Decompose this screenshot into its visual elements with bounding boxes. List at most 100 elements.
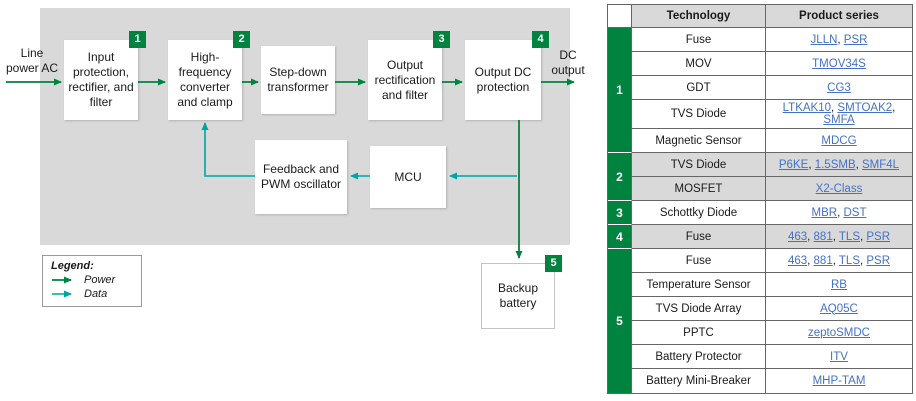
block-label: Step-down transformer xyxy=(267,65,329,94)
product-link[interactable]: TLS xyxy=(838,254,860,267)
product-link[interactable]: 881 xyxy=(813,230,833,243)
product-series-cell: MHP-TAM xyxy=(766,369,912,393)
product-link[interactable]: MHP-TAM xyxy=(812,375,866,387)
block-input-protection: Input protection, rectifier, and filter … xyxy=(64,31,146,120)
product-link[interactable]: 881 xyxy=(813,254,833,267)
product-link[interactable]: SMFA xyxy=(823,114,855,126)
product-link[interactable]: P6KE xyxy=(778,158,809,171)
power-arrow-icon xyxy=(52,276,72,284)
group-number: 3 xyxy=(608,201,632,225)
technology-cell: Schottky Diode xyxy=(632,201,766,225)
product-link[interactable]: PSR xyxy=(843,33,868,46)
legend-data-row: Data xyxy=(51,288,133,300)
technology-cell: MOV xyxy=(632,52,766,76)
group-number: 4 xyxy=(608,225,632,249)
product-link[interactable]: JLLN xyxy=(810,33,838,46)
group-number: 2 xyxy=(608,153,632,201)
product-link[interactable]: SMF4L xyxy=(862,158,900,171)
product-link[interactable]: 463 xyxy=(787,230,808,243)
product-link[interactable]: SMTOAK2 xyxy=(837,102,893,114)
step-badge-5: 5 xyxy=(545,255,562,272)
product-link[interactable]: DST xyxy=(843,206,867,219)
technology-cell: Temperature Sensor xyxy=(632,273,766,297)
legend-data-label: Data xyxy=(84,288,108,300)
technology-cell: TVS Diode Array xyxy=(632,297,766,321)
step-badge-1: 1 xyxy=(129,31,146,48)
table-header-row: Technology Product series xyxy=(608,5,912,28)
step-badge-4: 4 xyxy=(532,31,549,48)
product-link[interactable]: MDCG xyxy=(821,134,857,147)
product-link[interactable]: X2-Class xyxy=(815,182,863,195)
block-label: Feedback and PWM oscillator xyxy=(260,162,341,191)
product-series-cell: P6KE, 1.5SMB, SMF4L xyxy=(766,153,912,177)
product-link[interactable]: ITV xyxy=(830,350,848,363)
product-link[interactable]: LTKAK10 xyxy=(782,102,832,114)
product-series-cell: JLLN, PSR xyxy=(766,28,912,52)
technology-cell: MOSFET xyxy=(632,177,766,201)
technology-cell: TVS Diode xyxy=(632,100,766,129)
product-series-cell: X2-Class xyxy=(766,177,912,201)
legend-box: Legend: Power Data xyxy=(42,255,142,307)
product-link[interactable]: zeptoSMDC xyxy=(808,326,870,339)
table-row: MOV TMOV34S xyxy=(632,52,912,76)
technology-cell: Magnetic Sensor xyxy=(632,129,766,153)
table-row: Magnetic Sensor MDCG xyxy=(632,129,912,153)
block-output-dc-protection: Output DC protection 4 xyxy=(465,31,549,120)
table-row: GDT CG3 xyxy=(632,76,912,100)
legend-power-row: Power xyxy=(51,274,133,286)
technology-cell: GDT xyxy=(632,76,766,100)
table-row: PPTC zeptoSMDC xyxy=(632,321,912,345)
product-link[interactable]: RB xyxy=(831,278,847,291)
technology-cell: Battery Mini-Breaker xyxy=(632,369,766,393)
product-link[interactable]: MBR xyxy=(811,206,838,219)
block-step-down-transformer: Step-down transformer xyxy=(261,46,335,114)
table-row: TVS Diode Array AQ05C xyxy=(632,297,912,321)
product-link[interactable]: AQ05C xyxy=(820,302,858,315)
product-series-cell: AQ05C xyxy=(766,297,912,321)
technology-cell: Battery Protector xyxy=(632,345,766,369)
product-link[interactable]: PSR xyxy=(866,230,891,243)
product-link[interactable]: 1.5SMB xyxy=(814,158,856,171)
table-row: Battery Protector ITV xyxy=(632,345,912,369)
block-feedback-pwm: Feedback and PWM oscillator xyxy=(255,140,347,214)
product-link[interactable]: TMOV34S xyxy=(812,57,866,70)
product-series-cell: 463, 881, TLS, PSR xyxy=(766,225,912,249)
step-badge-3: 3 xyxy=(433,31,450,48)
legend-power-label: Power xyxy=(84,274,116,286)
technology-cell: Fuse xyxy=(632,249,766,273)
block-label: Backup battery xyxy=(497,281,539,310)
group-number: 5 xyxy=(608,249,632,393)
technology-cell: Fuse xyxy=(632,225,766,249)
block-label: MCU xyxy=(394,169,422,184)
product-link[interactable]: 463 xyxy=(787,254,808,267)
product-series-cell: CG3 xyxy=(766,76,912,100)
product-link[interactable]: PSR xyxy=(866,254,891,267)
product-series-cell: LTKAK10, SMTOAK2, SMFA xyxy=(766,100,912,129)
product-series-cell: TMOV34S xyxy=(766,52,912,76)
block-output-rectification: Output rectification and filter 3 xyxy=(368,31,450,120)
block-label: Output DC protection xyxy=(474,65,532,94)
product-link[interactable]: CG3 xyxy=(827,81,851,94)
line-power-ac-label: Line power AC xyxy=(5,46,59,75)
product-series-cell: MBR, DST xyxy=(766,201,912,225)
technology-cell: PPTC xyxy=(632,321,766,345)
table-corner-cell xyxy=(608,5,632,28)
block-label: High-frequency converter and clamp xyxy=(177,50,233,109)
technology-column-header: Technology xyxy=(632,5,766,28)
block-mcu: MCU xyxy=(370,146,446,208)
product-series-cell: zeptoSMDC xyxy=(766,321,912,345)
table-row: MOSFET X2-Class xyxy=(632,177,912,201)
block-label: Input protection, rectifier, and filter xyxy=(68,50,134,109)
product-link[interactable]: TLS xyxy=(838,230,860,243)
